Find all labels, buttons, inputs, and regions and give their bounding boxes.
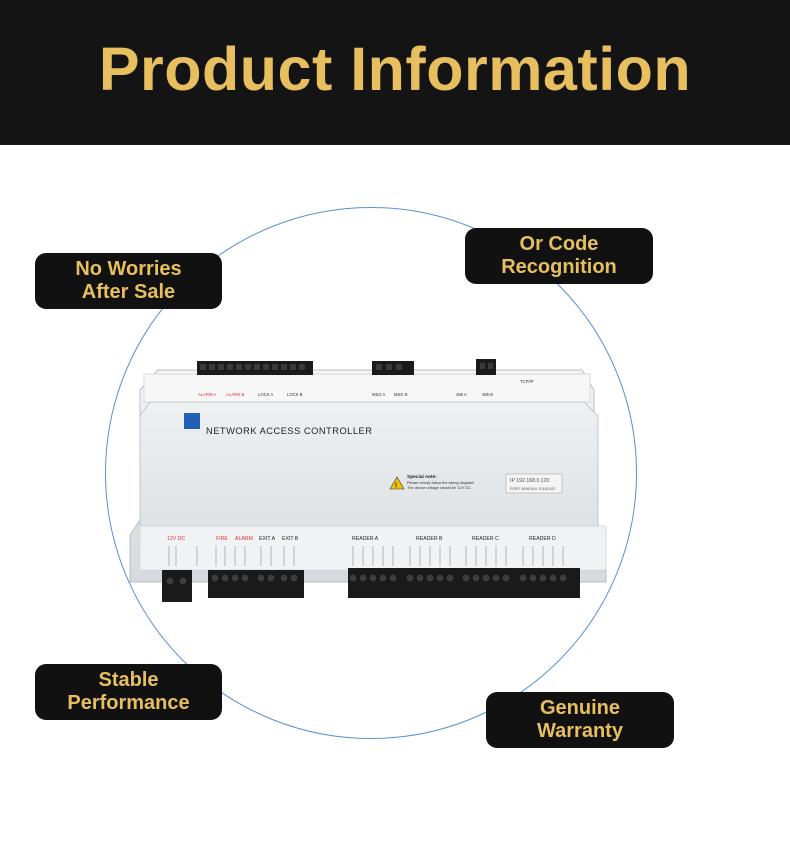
feature-line: After Sale <box>81 281 176 303</box>
special-note-title: Special note: <box>407 474 437 480</box>
header-banner: Product Information <box>0 0 790 145</box>
feature-line: Performance <box>67 692 190 714</box>
feature-badge-warranty: Genuine Warranty <box>486 692 674 748</box>
exit-b-label: EXIT B <box>282 536 299 542</box>
product-image: ALARM A ALARM B LOCK A LOCK B MSG A MSG … <box>120 350 620 620</box>
feature-line: Or Code <box>519 233 599 255</box>
top-label: MSG A <box>372 392 385 397</box>
special-note-line: The device voltage should be 12V DC. <box>407 486 472 490</box>
feature-badge-stable-performance: Stable Performance <box>35 664 222 720</box>
top-label: ALARM A <box>198 392 216 397</box>
top-label: MSG B <box>394 392 408 397</box>
controller-illustration: ALARM A ALARM B LOCK A LOCK B MSG A MSG … <box>129 359 607 602</box>
special-note-line: Please strictly follow the wiring diagra… <box>407 481 474 485</box>
feature-badge-code-recognition: Or Code Recognition <box>465 228 653 284</box>
ip-address: IP 192.168.0.120 <box>510 478 550 484</box>
top-label: LOCK B <box>287 392 303 397</box>
brand-logo-square <box>184 413 200 429</box>
bottom-terminals <box>162 568 580 602</box>
top-label: LOCK A <box>258 392 273 397</box>
top-label: TCP/IP <box>520 379 534 384</box>
decorative-circle <box>105 207 637 739</box>
reader-a-label: READER A <box>352 536 379 542</box>
fire-label: FIRE <box>216 536 228 542</box>
reader-c-label: READER C <box>472 536 499 542</box>
svg-text:!: ! <box>395 483 397 490</box>
reader-b-label: READER B <box>416 536 443 542</box>
feature-line: Warranty <box>537 720 623 742</box>
feature-line: Genuine <box>539 697 620 719</box>
top-label: 485 B <box>482 392 493 397</box>
feature-line: No Worries <box>75 258 182 280</box>
feature-line: Stable <box>98 669 159 691</box>
warning-icon <box>389 476 405 490</box>
ip-sticker <box>505 473 563 494</box>
page-title: Product Information <box>98 34 692 103</box>
top-label: ALARM B <box>226 392 245 397</box>
device-name: NETWORK ACCESS CONTROLLER <box>206 426 372 436</box>
feature-line: Recognition <box>501 256 617 278</box>
exit-a-label: EXIT A <box>259 536 276 542</box>
power-label: 12V DC <box>167 536 185 542</box>
top-label: 485 A <box>456 392 467 397</box>
feature-badge-after-sale: No Worries After Sale <box>35 253 222 309</box>
port-info: PORT 8000 B/U 2018/1/22 <box>510 487 555 491</box>
alarm-label: ALARM <box>235 536 253 542</box>
reader-d-label: READER D <box>529 536 556 542</box>
